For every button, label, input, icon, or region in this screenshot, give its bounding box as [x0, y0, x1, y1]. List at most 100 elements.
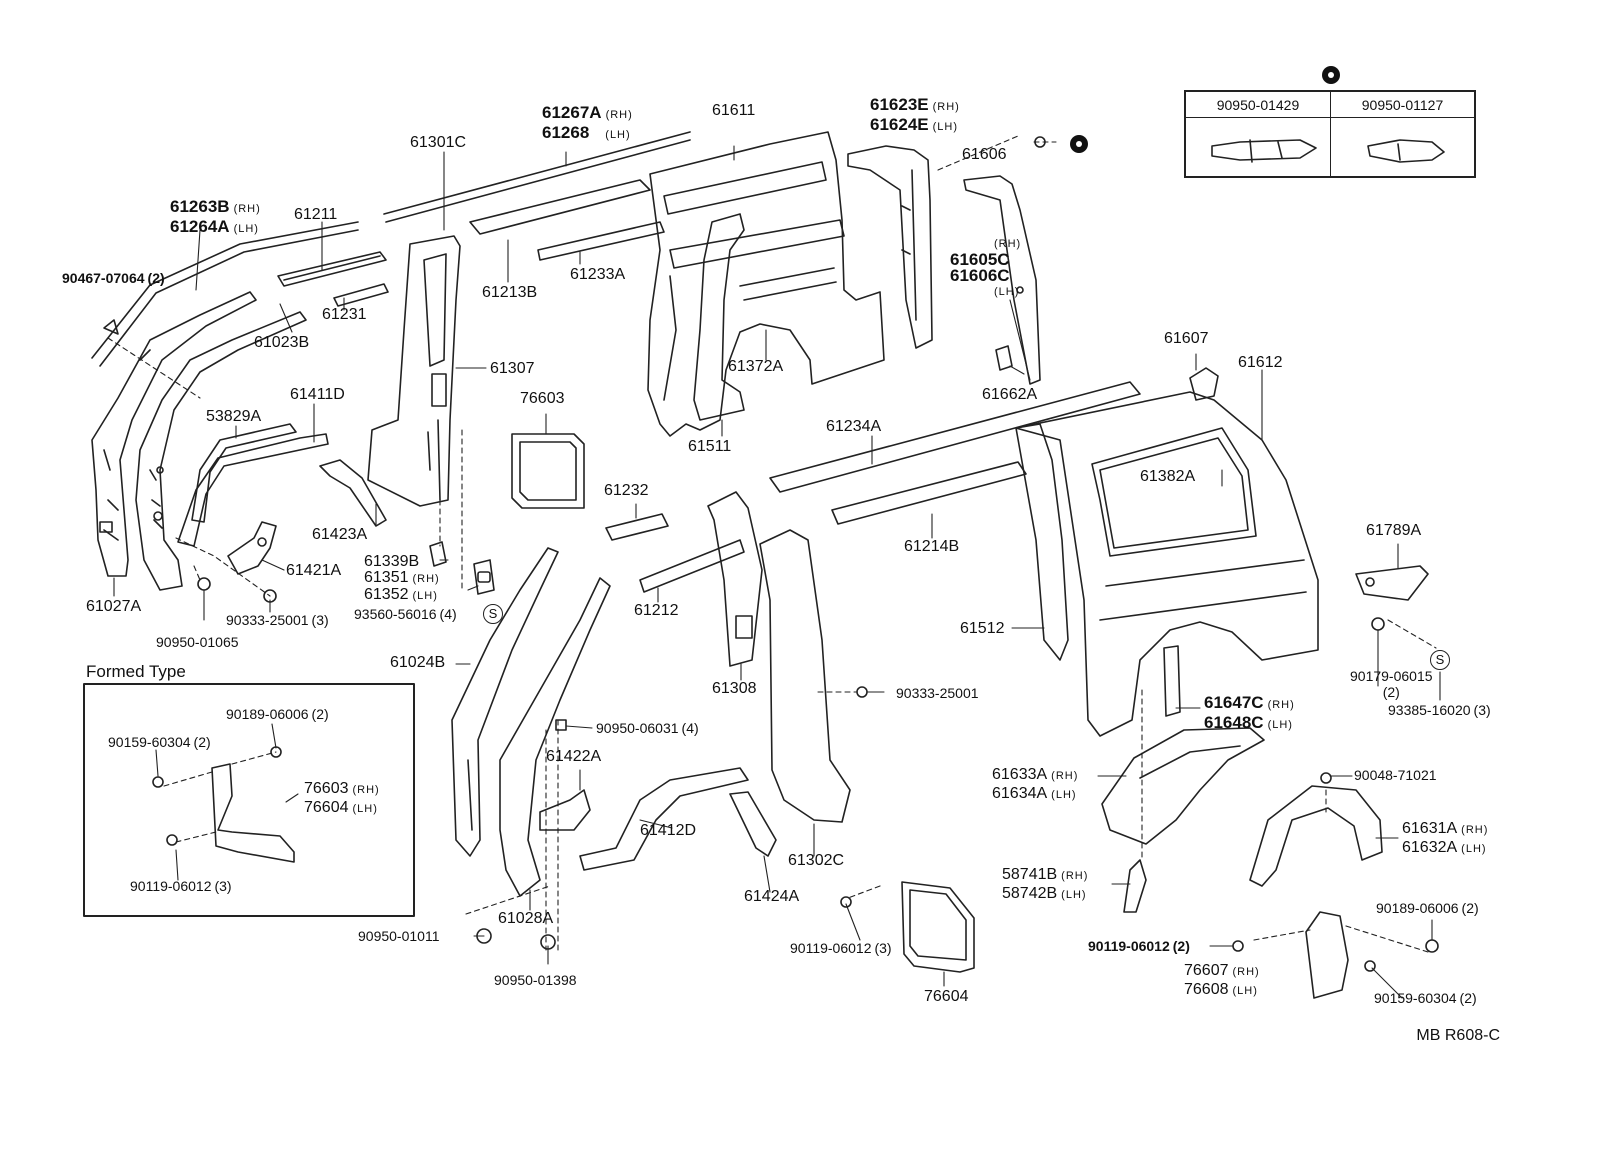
- pillar-61302C-part: [759, 529, 851, 823]
- front-inner-pillar-part: [135, 311, 307, 591]
- part-label: 61024B: [390, 654, 446, 671]
- part-label: 61424A: [744, 888, 800, 905]
- part-label: 90333-25001: [896, 685, 979, 701]
- part-label: 61302C: [788, 852, 845, 869]
- part-label: 61423A: [312, 526, 368, 543]
- clip-icon-90950-01127: [1367, 139, 1445, 163]
- part-label: 61647C(RH) 61648C(LH): [1204, 693, 1295, 732]
- part-label: 76603: [520, 390, 565, 407]
- rear-pillar-61623E-part: [847, 145, 933, 349]
- pillar-61024B-part: [451, 547, 559, 857]
- seal-76604-part: [901, 881, 975, 973]
- s-symbol-icon: S: [1430, 650, 1450, 670]
- bracket-61424A-part: [729, 791, 777, 857]
- center-pillar-outer-part: [367, 235, 461, 507]
- front-wheel-arch-part: [177, 423, 329, 547]
- part-label: 76603(RH) 76604(LH): [304, 780, 380, 816]
- bracket-61422A-part: [539, 789, 591, 831]
- rail-61212-part: [605, 513, 745, 593]
- seal-58741B-part: [1123, 859, 1147, 913]
- clip-icon-90950-01429: [1211, 139, 1317, 163]
- part-label: 90950-06031(4): [596, 720, 699, 736]
- bullet-icon-callout: [1322, 66, 1340, 84]
- part-label: 61607: [1164, 330, 1209, 347]
- callout-col2-header: 90950-01127: [1331, 92, 1474, 118]
- part-label: 53829A: [206, 408, 262, 425]
- part-label: 90119-06012(3): [790, 940, 892, 956]
- part-label: 90048-71021: [1354, 767, 1437, 783]
- part-label: 61234A: [826, 418, 882, 435]
- fasteners: [103, 136, 1439, 972]
- window-seal-76603-part: [511, 433, 585, 509]
- part-label: 61233A: [570, 266, 626, 283]
- part-label: 61214B: [904, 538, 960, 555]
- part-label: 61023B: [254, 334, 310, 351]
- callout-col1-body: [1186, 118, 1331, 176]
- formed-type-mudguard-part: [211, 763, 295, 863]
- callout-col1-header: 90950-01429: [1186, 92, 1331, 118]
- formed-type-title: Formed Type: [86, 662, 186, 681]
- part-label: 61512: [960, 620, 1005, 637]
- part-label: 61308: [712, 680, 757, 697]
- arch-61412D-part: [579, 767, 749, 871]
- part-label: 61411D: [290, 386, 345, 403]
- roof-drip-molding-part: [383, 131, 691, 223]
- bracket-61607-part: [1189, 367, 1219, 401]
- part-label: 61789A: [1366, 522, 1422, 539]
- part-label: 61307: [490, 360, 535, 377]
- bullet-icon-grommet: [1070, 135, 1088, 153]
- part-label: 61612: [1238, 354, 1283, 371]
- part-label: 61301C: [410, 134, 467, 151]
- part-label: 90159-60304(2): [1374, 990, 1477, 1006]
- diagram-code: MB R608-C: [1416, 1027, 1500, 1044]
- assembly-dashed-lines: [107, 135, 1437, 953]
- part-label: 58741B(RH) 58742B(LH): [1002, 866, 1089, 902]
- part-label: 90189-06006(2): [226, 706, 329, 722]
- part-label: 61263B(RH) 61264A(LH): [170, 197, 261, 236]
- part-label: 61027A: [86, 598, 142, 615]
- reinforcement-61423A-part: [319, 459, 387, 527]
- front-outer-pillar-part: [91, 291, 257, 577]
- center-pillar-61511-part: [693, 213, 745, 421]
- bracket-61647C-part: [1163, 645, 1181, 717]
- wheel-housing-61633A-part: [1101, 727, 1265, 845]
- formed-type-frame: [83, 683, 415, 917]
- part-label: 61421A: [286, 562, 342, 579]
- part-label: 90159-60304(2): [108, 734, 211, 750]
- leader-lines: [113, 145, 1441, 999]
- part-label: (RH) 61605C 61606C (LH): [950, 238, 1022, 298]
- pillar-61028A-part: [499, 577, 611, 897]
- bracket-61231-part: [333, 283, 389, 307]
- part-label: 76604: [924, 988, 969, 1005]
- part-label: 61633A(RH) 61634A(LH): [992, 766, 1079, 802]
- part-label: 76607(RH) 76608(LH): [1184, 962, 1260, 998]
- part-label: 90950-01011: [358, 928, 440, 944]
- part-label: 90333-25001(3): [226, 612, 329, 628]
- pillar-61308-part: [707, 491, 763, 667]
- bracket-61339B-part: [429, 541, 495, 595]
- part-label: 61606: [962, 146, 1007, 163]
- bracket-61421A-part: [227, 521, 277, 575]
- callout-col2-body: [1331, 118, 1474, 176]
- part-label: 90179-06015 (2): [1350, 668, 1433, 700]
- mudguard-76607-part: [1305, 911, 1349, 999]
- part-label: 90467-07064(2): [62, 270, 165, 286]
- part-label: 93560-56016(4): [354, 606, 457, 622]
- side-inner-panel-61611-part: [647, 131, 885, 437]
- quarter-pillar-61606-part: [963, 175, 1041, 385]
- part-label: 61372A: [728, 358, 784, 375]
- part-label: 90189-06006(2): [1376, 900, 1479, 916]
- s-symbol-icon: S: [483, 604, 503, 624]
- roof-side-rail-part: [469, 179, 665, 261]
- part-label: 93385-16020(3): [1388, 702, 1491, 718]
- wheel-liner-61631A-part: [1249, 785, 1383, 887]
- part-label: 61623E(RH) 61624E(LH): [870, 95, 960, 134]
- part-label: 61231: [322, 306, 367, 323]
- part-label: 90950-01065: [156, 634, 239, 650]
- part-label: 61212: [634, 602, 679, 619]
- part-label: 61611: [712, 102, 756, 119]
- part-label: 61211: [294, 206, 338, 223]
- windshield-molding-part: [91, 221, 359, 367]
- rear-roof-rail-part: [769, 381, 1141, 525]
